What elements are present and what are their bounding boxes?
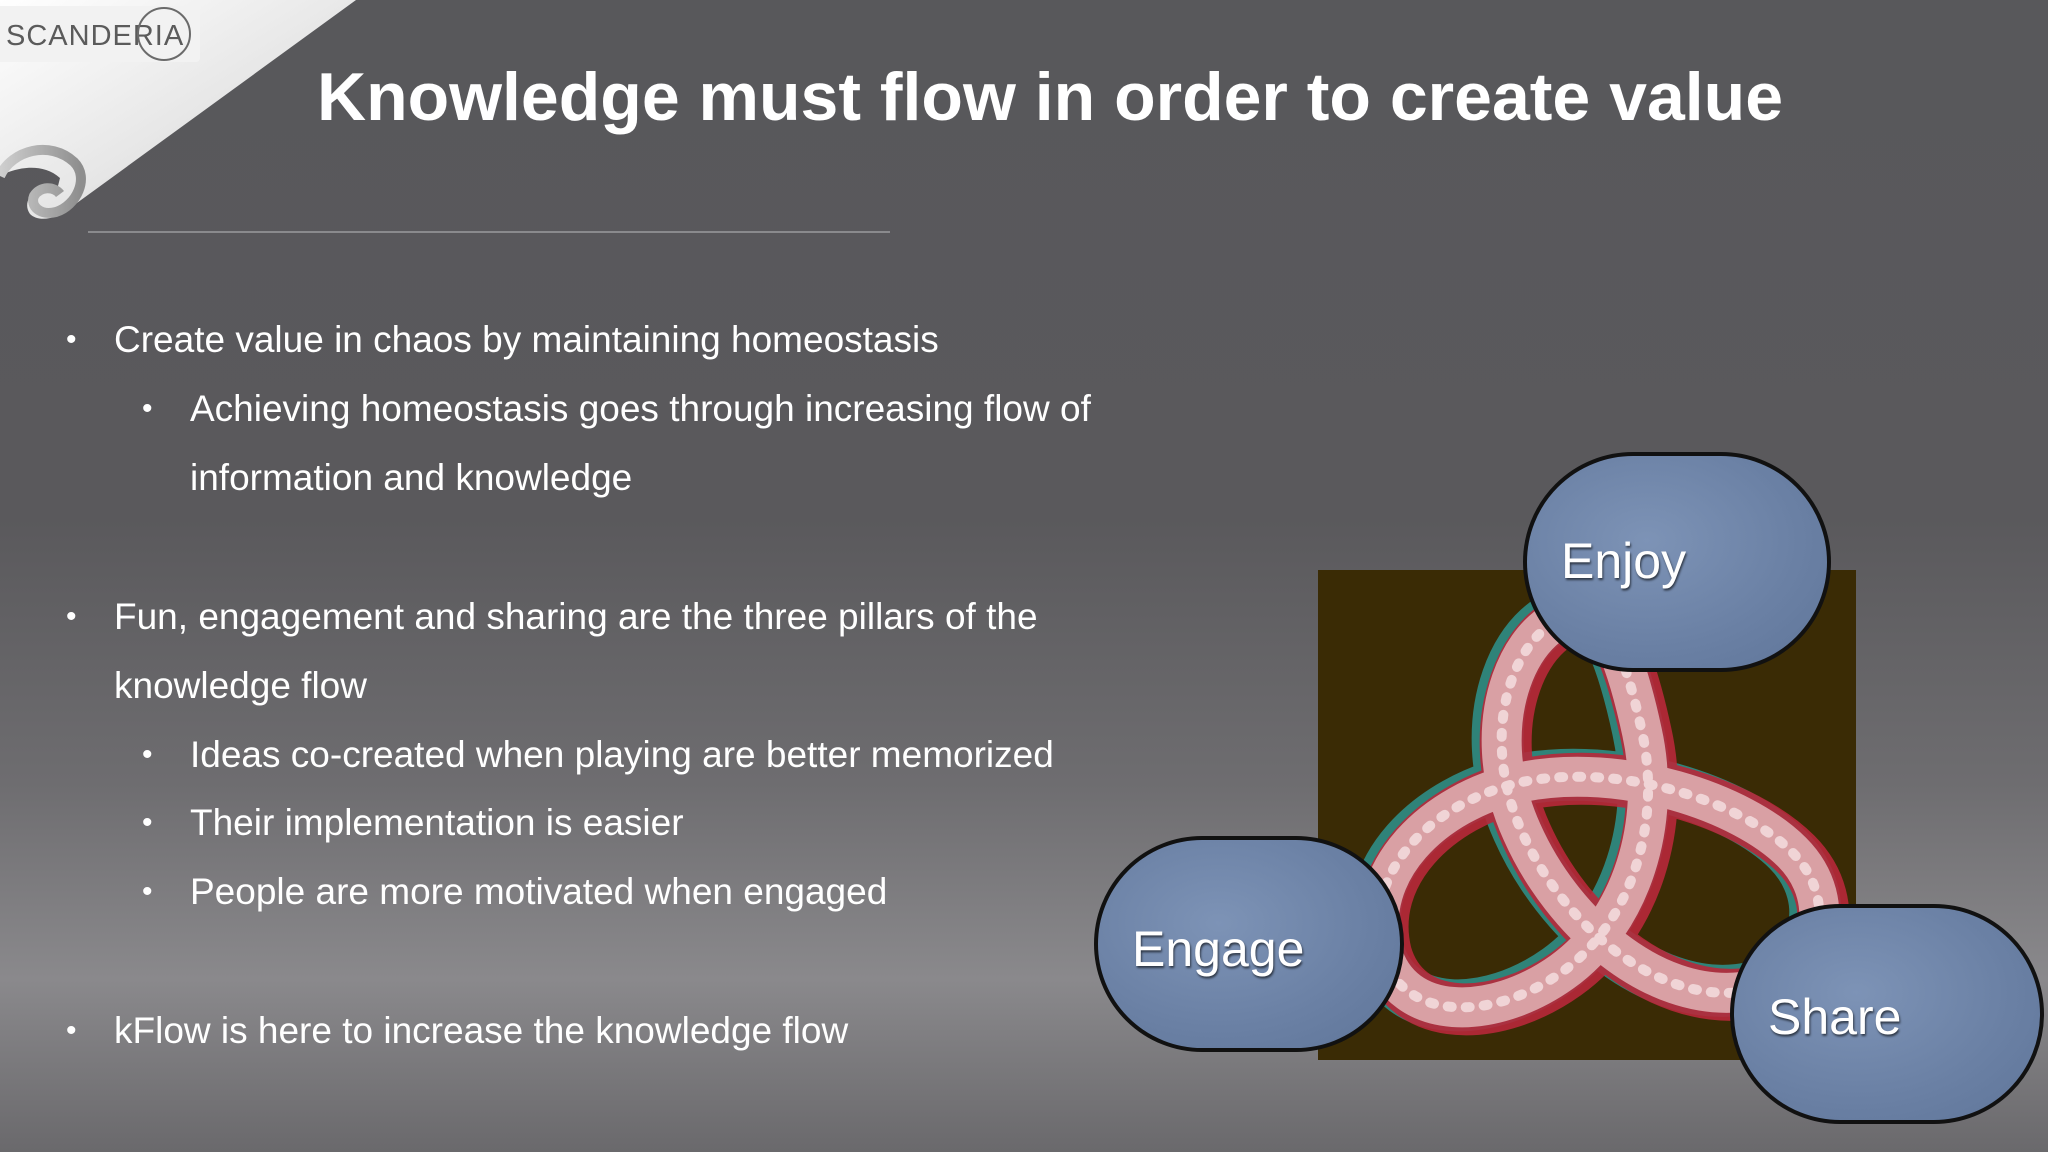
bullet-item: • Achieving homeostasis goes through inc… — [142, 374, 1150, 443]
bullet-dot: • — [66, 600, 77, 633]
bullet-text: Their implementation is easier — [190, 802, 684, 843]
bullet-item: • Fun, engagement and sharing are the th… — [66, 582, 1134, 651]
title-divider — [88, 231, 890, 233]
logo-text: SCANDERIA — [6, 20, 185, 52]
bullet-dot: • — [142, 875, 153, 908]
enjoy-pill: Enjoy — [1523, 452, 1831, 672]
bullet-item: • kFlow is here to increase the knowledg… — [66, 996, 1134, 1065]
bullet-text: Fun, engagement and sharing are the thre… — [114, 596, 1038, 637]
share-pill: Share — [1730, 904, 2044, 1124]
bullet-text: People are more motivated when engaged — [190, 871, 888, 912]
bullet-text: Ideas co-created when playing are better… — [190, 734, 1054, 775]
bullet-dot: • — [66, 1014, 77, 1047]
logo-circle-icon — [137, 7, 191, 61]
logo-badge: SCANDERIA — [0, 6, 200, 62]
bullet-dot: • — [142, 806, 153, 839]
slide-title: Knowledge must flow in order to create v… — [316, 59, 1784, 135]
bullet-text: Create value in chaos by maintaining hom… — [114, 319, 939, 360]
enjoy-label: Enjoy — [1561, 533, 1687, 589]
trefoil-knot-image — [1348, 583, 1850, 1036]
bullet-text: knowledge flow — [114, 665, 367, 706]
bullet-item: • People are more motivated when engaged — [142, 857, 1150, 926]
bullet-dot: • — [66, 323, 77, 356]
bullet-item: • Ideas co-created when playing are bett… — [142, 720, 1150, 789]
bullet-text: Achieving homeostasis goes through incre… — [190, 388, 1091, 429]
bullet-dot: • — [142, 738, 153, 771]
bullet-item: • Create value in chaos by maintaining h… — [66, 305, 1134, 374]
engage-label: Engage — [1132, 921, 1305, 977]
bullet-item: • Their implementation is easier — [142, 788, 1150, 857]
bullet-list: • Create value in chaos by maintaining h… — [0, 0, 1180, 1152]
engage-pill: Engage — [1094, 836, 1404, 1052]
bullet-text: information and knowledge — [190, 457, 633, 498]
bullet-continuation: knowledge flow — [114, 651, 1134, 720]
bullet-continuation: information and knowledge — [190, 443, 1150, 512]
bullet-dot: • — [142, 392, 153, 425]
share-label: Share — [1768, 989, 1902, 1045]
bullet-text: kFlow is here to increase the knowledge … — [114, 1010, 849, 1051]
knot-graphic: Enjoy Engage Share — [1090, 440, 2048, 1152]
